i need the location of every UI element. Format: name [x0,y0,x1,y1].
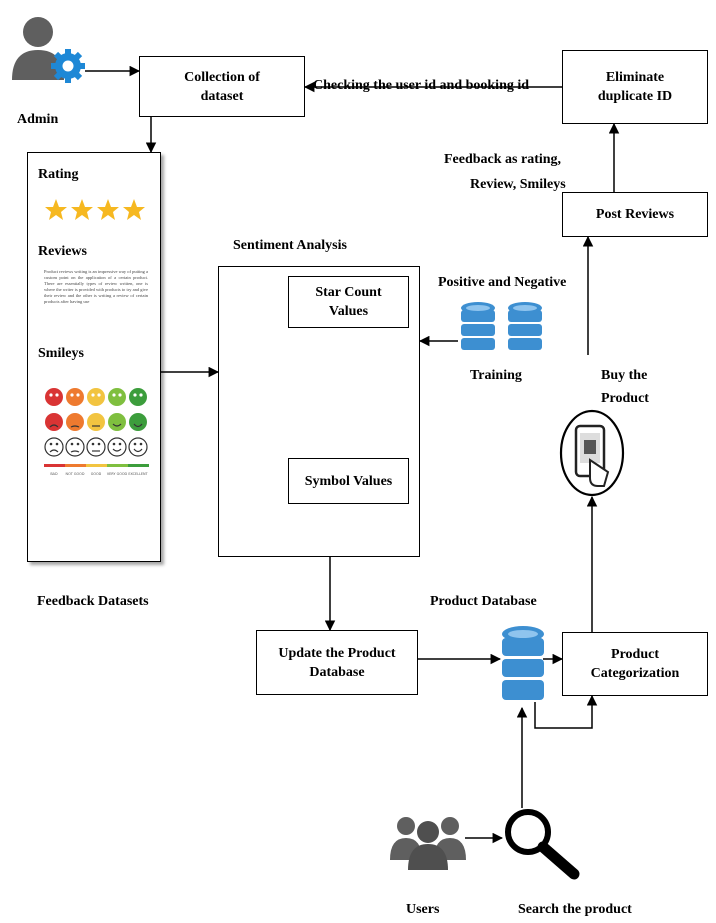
product-database-icon [502,626,544,700]
database-icon [461,302,495,350]
scale-label: GOOD [91,472,102,476]
admin-icon [12,17,85,83]
arrow-db-bottom-to-categorization [534,694,598,729]
product-categorization-box: Product Categorization [562,632,708,696]
training-top-label: Positive and Negative [438,275,567,290]
categorization-line1: Product [611,647,659,662]
search-magnifier-icon [505,809,580,880]
collection-line2: dataset [200,88,244,104]
review-text-sample: Product reviews writing is an impressive… [44,269,148,304]
smileys-heading: Smileys [38,346,84,361]
star-icon [123,199,145,220]
update-database-box: Update the Product Database [256,630,418,695]
collection-box: Collection of dataset [139,56,305,117]
smiley-row-top [45,388,147,406]
training-database-icons [461,302,542,350]
smiley-row-middle [45,413,147,431]
scale-label: BAD [50,472,58,476]
collection-line1: Collection of [184,69,260,85]
rating-heading: Rating [38,167,79,182]
feedback-as-line1: Feedback as rating, [444,152,562,167]
database-icon [508,302,542,350]
eliminate-line2: duplicate ID [597,89,673,104]
symbol-values-box: Symbol Values [288,458,409,504]
feedback-datasets-caption: Feedback Datasets [37,594,149,609]
categorization-line2: Categorization [590,666,680,681]
scale-label: VERY GOOD [107,472,128,476]
post-reviews-box: Post Reviews [562,192,708,237]
reviews-heading: Reviews [38,244,87,259]
update-db-line2: Database [309,664,365,680]
checking-label: Checking the user id and booking id [313,78,530,93]
smiley-scale-icons: BAD NOT GOOD GOOD VERY GOOD EXCELLENT [44,388,149,476]
users-label: Users [406,902,440,917]
star-icon [45,199,67,220]
buy-product-line2: Product [601,391,649,406]
buy-product-line1: Buy the [601,368,648,383]
mobile-purchase-icon [559,409,625,497]
update-db-line1: Update the Product [278,645,396,661]
training-bottom-label: Training [470,368,522,383]
sentiment-title: Sentiment Analysis [233,238,347,253]
star-rating-icons [45,199,145,220]
feedback-as-line2: Review, Smileys [470,177,566,192]
scale-label: EXCELLENT [128,472,148,476]
eliminate-line1: Eliminate [605,70,665,85]
admin-label: Admin [17,112,59,127]
scale-label: NOT GOOD [66,472,85,476]
star-icon [97,199,119,220]
feedback-datasets-panel: Rating Reviews Product reviews writing i… [27,152,161,562]
star-count-box: Star Count Values [288,276,409,328]
star-count-line2: Values [328,304,369,319]
star-count-line1: Star Count [315,285,382,300]
star-icon [71,199,93,220]
product-database-label: Product Database [430,594,537,609]
users-group-icon [390,817,466,870]
eliminate-box: Eliminate duplicate ID [562,50,708,124]
search-label: Search the product [518,902,632,917]
